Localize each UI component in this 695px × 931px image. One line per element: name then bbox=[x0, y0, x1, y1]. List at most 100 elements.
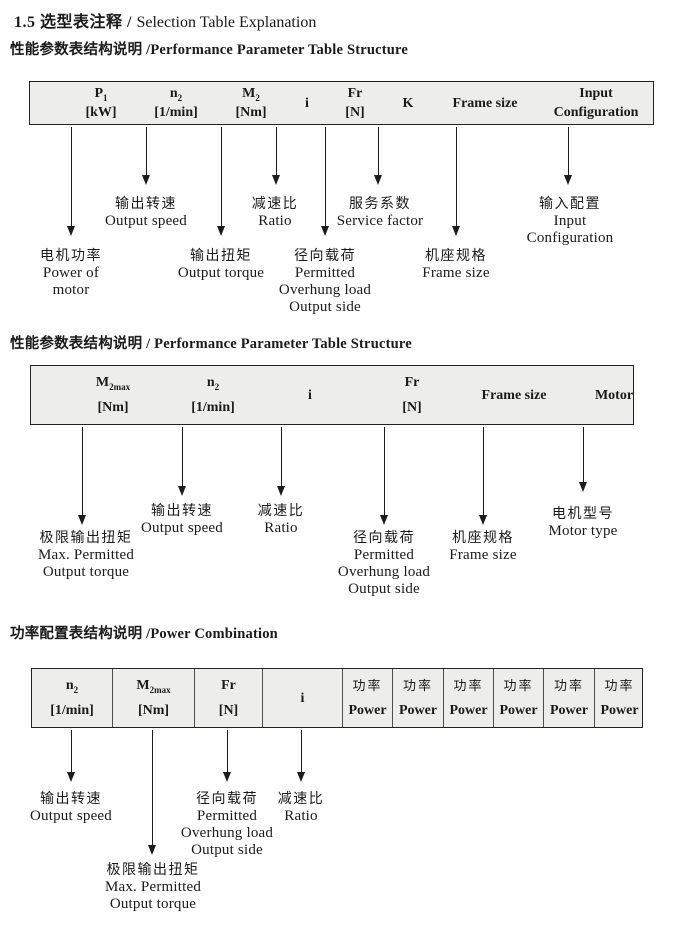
page-title: 1.5 选型表注释 / Selection Table Explanation bbox=[14, 8, 316, 32]
header-cell-line: Power bbox=[398, 702, 438, 718]
header-cell: n2 [1/min] bbox=[32, 669, 112, 727]
header-cell-line: Frame size bbox=[452, 95, 518, 111]
header-cell-line: [Nm] bbox=[235, 105, 267, 120]
header-cell-line: n2 bbox=[169, 86, 183, 103]
field-label-en: Permitted bbox=[294, 265, 356, 281]
field-label-en: Frame size bbox=[449, 547, 517, 563]
header-cell: Fr[N] bbox=[194, 669, 262, 727]
header-cell: Frame size bbox=[453, 82, 518, 124]
down-arrow bbox=[564, 127, 572, 185]
header-cell-line: [1/min] bbox=[50, 702, 94, 718]
field-label-zh: 极限输出扭矩 bbox=[106, 863, 200, 878]
field-label-en: Max. Permitted bbox=[104, 879, 202, 895]
header-cell: P1 [kW] bbox=[85, 82, 116, 124]
header-cell-line: Power bbox=[600, 702, 639, 718]
header-cell-line: 功率 bbox=[503, 678, 534, 694]
down-arrow bbox=[579, 427, 587, 492]
field-label-en: Output torque bbox=[42, 564, 130, 580]
field-label-zh: 极限输出扭矩 bbox=[39, 531, 133, 546]
field-label-en: Permitted bbox=[196, 808, 258, 824]
field-label-en: Power of bbox=[42, 265, 100, 281]
header-cell: 功率 Power bbox=[342, 669, 392, 727]
down-arrow bbox=[277, 427, 285, 496]
field-label-zh: 机座规格 bbox=[451, 531, 514, 546]
header-cell-line: [N] bbox=[402, 399, 422, 415]
header-cell: n2[1/min] bbox=[191, 366, 235, 424]
down-arrow bbox=[380, 427, 388, 525]
field-label-en: Output side bbox=[289, 299, 361, 315]
down-arrow bbox=[223, 730, 231, 782]
field-label-zh: 机座规格 bbox=[424, 249, 487, 264]
header-cell-line: i bbox=[308, 387, 312, 403]
field-label-en: Ratio bbox=[258, 213, 292, 229]
down-arrow bbox=[148, 730, 156, 855]
field-label-en: Overhung load bbox=[180, 825, 274, 841]
field-label-en: Ratio bbox=[264, 520, 298, 536]
field-label-en: Output side bbox=[348, 581, 420, 597]
field-label-en: Overhung load bbox=[337, 564, 431, 580]
header-cell-line: 功率 bbox=[553, 678, 584, 694]
header-cell: 功率 Power bbox=[493, 669, 543, 727]
field-label-zh: 减速比 bbox=[257, 504, 305, 519]
field-label-en: Configuration bbox=[526, 230, 614, 246]
field-label-en: motor bbox=[52, 282, 90, 298]
header-cell-line: [kW] bbox=[85, 105, 117, 120]
field-label-en: Overhung load bbox=[278, 282, 372, 298]
header-cell-line: Power bbox=[449, 702, 488, 718]
header-cell-line: Power bbox=[549, 702, 589, 718]
field-label-en: Output speed bbox=[30, 808, 112, 824]
header-cell-line: 功率 bbox=[453, 678, 484, 694]
header-cell: K bbox=[403, 82, 414, 124]
header-cell-line: Input bbox=[579, 86, 613, 101]
header-cell: n2[1/min] bbox=[154, 82, 198, 124]
field-label-zh: 径向载荷 bbox=[352, 531, 415, 546]
field-label-zh: 输出转速 bbox=[39, 792, 102, 807]
field-label-zh: 减速比 bbox=[277, 792, 325, 807]
section-heading: 性能参数表结构说明 / Performance Parameter Table … bbox=[10, 336, 412, 352]
header-cell-line: Power bbox=[499, 702, 538, 718]
header-cell: i bbox=[308, 366, 312, 424]
header-cell: Fr[N] bbox=[402, 366, 421, 424]
field-label-en: Permitted bbox=[353, 547, 415, 563]
header-cell-line: 功率 bbox=[402, 678, 433, 694]
header-cell-line: n2 bbox=[206, 375, 220, 393]
header-cell-line: 功率 bbox=[352, 678, 383, 694]
header-cell-line: n2 bbox=[65, 678, 79, 696]
header-cell-line: P1 bbox=[94, 86, 108, 103]
header-cell: 功率 Power bbox=[543, 669, 594, 727]
header-cell: Motor bbox=[595, 366, 633, 424]
field-label-zh: 减速比 bbox=[251, 197, 299, 212]
field-label-zh: 输出扭矩 bbox=[190, 249, 252, 264]
down-arrow bbox=[452, 127, 460, 236]
down-arrow bbox=[374, 127, 382, 185]
field-label-en: Ratio bbox=[284, 808, 318, 824]
field-label-zh: 输入配置 bbox=[538, 197, 601, 212]
field-label-en: Output speed bbox=[141, 520, 223, 536]
down-arrow bbox=[142, 127, 150, 185]
field-label-en: Output speed bbox=[105, 213, 187, 229]
field-label-en: Output torque bbox=[177, 265, 265, 281]
field-label-en: Service factor bbox=[336, 213, 424, 229]
section-heading: 性能参数表结构说明 /Performance Parameter Table S… bbox=[10, 42, 409, 58]
field-label-zh: 电机功率 bbox=[40, 249, 102, 264]
header-cell-line: Power bbox=[348, 702, 387, 718]
header-cell-line: Fr bbox=[347, 86, 363, 101]
field-label-zh: 电机型号 bbox=[551, 507, 614, 522]
header-cell: M2max[Nm] bbox=[112, 669, 194, 727]
header-cell-line: i bbox=[305, 95, 309, 111]
